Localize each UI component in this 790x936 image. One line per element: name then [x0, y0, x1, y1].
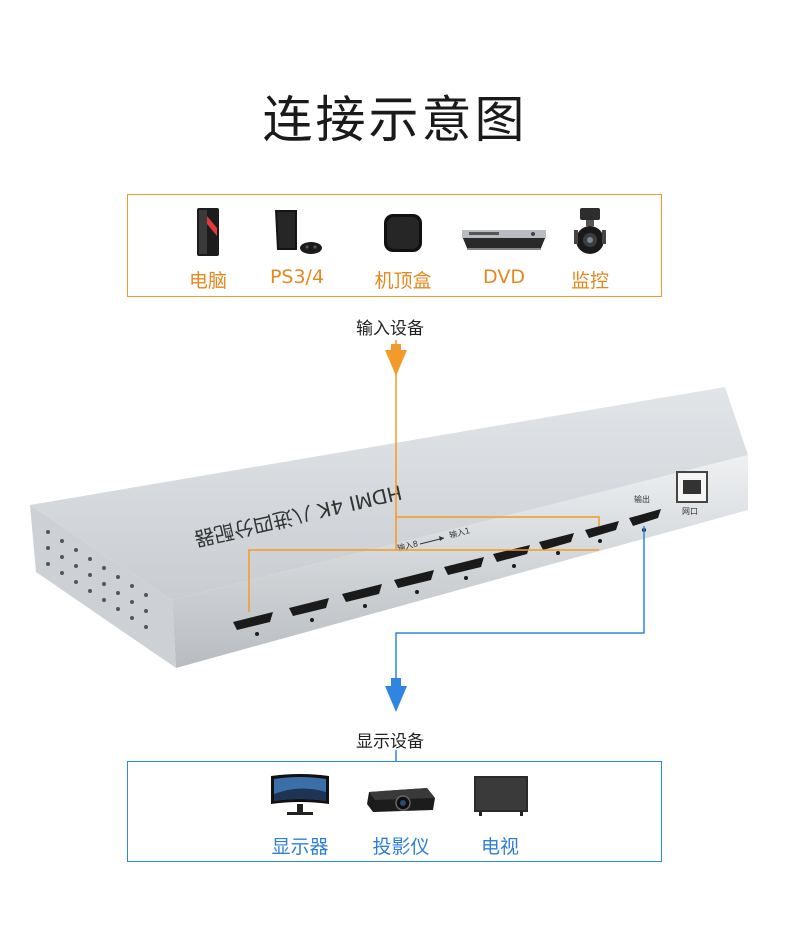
- output-device-label: 显示器: [271, 836, 329, 858]
- page-title: 连接示意图: [262, 91, 528, 149]
- output-devices-box: [127, 761, 662, 862]
- output-device-label: 电视: [480, 836, 519, 858]
- input-caption: 输入设备: [356, 319, 424, 339]
- output-arrow-icon: [385, 686, 407, 712]
- output-device-label: 投影仪: [372, 836, 430, 858]
- projector-icon: [367, 788, 435, 812]
- input-arrow-icon: [385, 350, 407, 376]
- chassis-front: [172, 455, 748, 668]
- output-caption: 显示设备: [356, 732, 424, 752]
- input-device-label: 电脑: [188, 270, 227, 292]
- game-console-icon: [275, 210, 322, 254]
- tv-icon: [474, 776, 528, 816]
- input-device-label: 监控: [570, 270, 609, 292]
- input-device-pc: 电脑: [178, 206, 238, 293]
- chassis-side: [30, 505, 176, 668]
- network-port-label: 网口: [682, 507, 698, 516]
- hdmi-input-ports: [233, 521, 619, 636]
- security-camera-icon: [574, 208, 606, 254]
- vent-holes: [46, 530, 148, 629]
- output-device-monitor: 显示器: [255, 770, 345, 859]
- input8-label: 输入8: [396, 538, 419, 553]
- input-device-label: 机顶盒: [374, 270, 432, 292]
- output-port-label: 输出: [634, 494, 650, 504]
- set-top-box-icon: [384, 214, 422, 252]
- monitor-icon: [271, 774, 329, 815]
- pc-tower-icon: [197, 208, 219, 256]
- input1-label: 输入1: [448, 525, 471, 540]
- input-device-camera: 监控: [562, 206, 618, 293]
- input-device-settopbox: 机顶盒: [368, 206, 438, 293]
- input-device-console: PS3/4: [262, 206, 332, 288]
- output-device-tv: 电视: [455, 770, 545, 859]
- chassis-top: [30, 387, 748, 600]
- hdmi-output-port[interactable]: [629, 509, 661, 526]
- input-device-label: DVD: [483, 266, 525, 288]
- input-device-dvd: DVD: [458, 206, 550, 288]
- input-device-label: PS3/4: [269, 266, 325, 288]
- input-devices-box: [127, 194, 662, 297]
- output-device-projector: 投影仪: [356, 770, 446, 859]
- dvd-player-icon: [462, 230, 546, 250]
- output-connection-line: [395, 526, 645, 700]
